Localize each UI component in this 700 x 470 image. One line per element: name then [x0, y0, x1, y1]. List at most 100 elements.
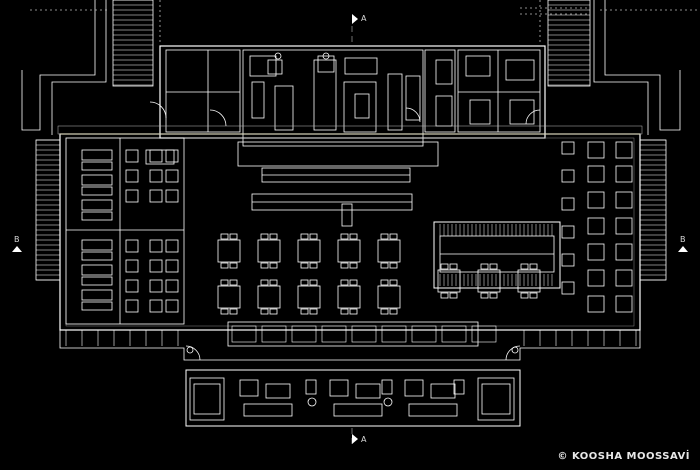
table [587, 269, 605, 287]
chair [561, 169, 575, 183]
table-set [517, 263, 541, 299]
booth-area-left [65, 137, 185, 325]
small-table [125, 299, 139, 313]
table-set [257, 233, 281, 269]
table-set [297, 279, 321, 315]
table [615, 191, 633, 209]
dining-tables [217, 233, 541, 315]
coffee-table [430, 383, 456, 399]
table [517, 269, 541, 293]
side-chair [453, 379, 465, 395]
chair [489, 292, 498, 299]
table [377, 285, 401, 309]
booth-seat [81, 199, 113, 211]
chair [229, 279, 238, 286]
chair [309, 308, 318, 315]
chair [269, 308, 278, 315]
booth-seat [81, 149, 113, 161]
chair [229, 308, 238, 315]
chair [561, 197, 575, 211]
planter [261, 325, 287, 343]
chair [529, 292, 538, 299]
table [587, 141, 605, 159]
stair-top-left [112, 0, 154, 87]
table [587, 243, 605, 261]
table-set [377, 233, 401, 269]
small-table [125, 149, 139, 163]
chair [449, 263, 458, 270]
chair [561, 281, 575, 295]
table-set [477, 263, 501, 299]
planter [471, 325, 497, 343]
section-marker-left-icon [12, 246, 22, 252]
planter [381, 325, 407, 343]
stair-top-right [547, 0, 591, 87]
chair [489, 263, 498, 270]
chair [340, 308, 349, 315]
section-marker-bottom-icon [352, 434, 358, 444]
chair [260, 262, 269, 269]
small-table [125, 189, 139, 203]
chair [389, 308, 398, 315]
sofa [243, 403, 293, 417]
table [615, 165, 633, 183]
small-table [165, 189, 179, 203]
small-table [149, 189, 163, 203]
small-table [149, 279, 163, 293]
chair [520, 263, 529, 270]
copyright-credit: © KOOSHA MOOSSAVİ [557, 451, 690, 462]
table-set [217, 279, 241, 315]
planter [291, 325, 317, 343]
chair [529, 263, 538, 270]
chair [229, 262, 238, 269]
armchair [329, 379, 349, 397]
chair [440, 292, 449, 299]
table [615, 295, 633, 313]
chair [349, 262, 358, 269]
table [587, 295, 605, 313]
table [615, 141, 633, 159]
planter [321, 325, 347, 343]
small-table [165, 279, 179, 293]
section-marker-top-icon [352, 14, 358, 24]
small-table [165, 149, 179, 163]
booth-seat [81, 264, 113, 276]
outer-wall-right [604, 0, 681, 131]
sofa [145, 149, 175, 165]
small-table [165, 299, 179, 313]
table [217, 285, 241, 309]
section-label-bottom: A [361, 435, 367, 444]
plant [307, 397, 317, 407]
sofa [333, 403, 383, 417]
chair [309, 233, 318, 240]
guide-lines-top [30, 0, 700, 45]
booth-table [81, 186, 113, 196]
booth-table [81, 251, 113, 261]
chair [220, 233, 229, 240]
table [257, 285, 281, 309]
chair [260, 233, 269, 240]
serving-counter [251, 167, 413, 227]
coffee-table [355, 383, 381, 399]
booth-table [81, 276, 113, 286]
armchair [404, 379, 424, 397]
chair [349, 233, 358, 240]
planter [231, 325, 257, 343]
small-table [149, 169, 163, 183]
table [615, 243, 633, 261]
terrace [59, 321, 641, 427]
chair [480, 292, 489, 299]
chair [340, 262, 349, 269]
table-set [437, 263, 461, 299]
booth-seat [81, 174, 113, 186]
small-table [149, 299, 163, 313]
section-label-right: B [680, 235, 686, 244]
table [587, 217, 605, 235]
chair [561, 253, 575, 267]
table [337, 285, 361, 309]
chair [220, 308, 229, 315]
small-table [165, 169, 179, 183]
chair [520, 292, 529, 299]
section-label-left: B [14, 235, 20, 244]
